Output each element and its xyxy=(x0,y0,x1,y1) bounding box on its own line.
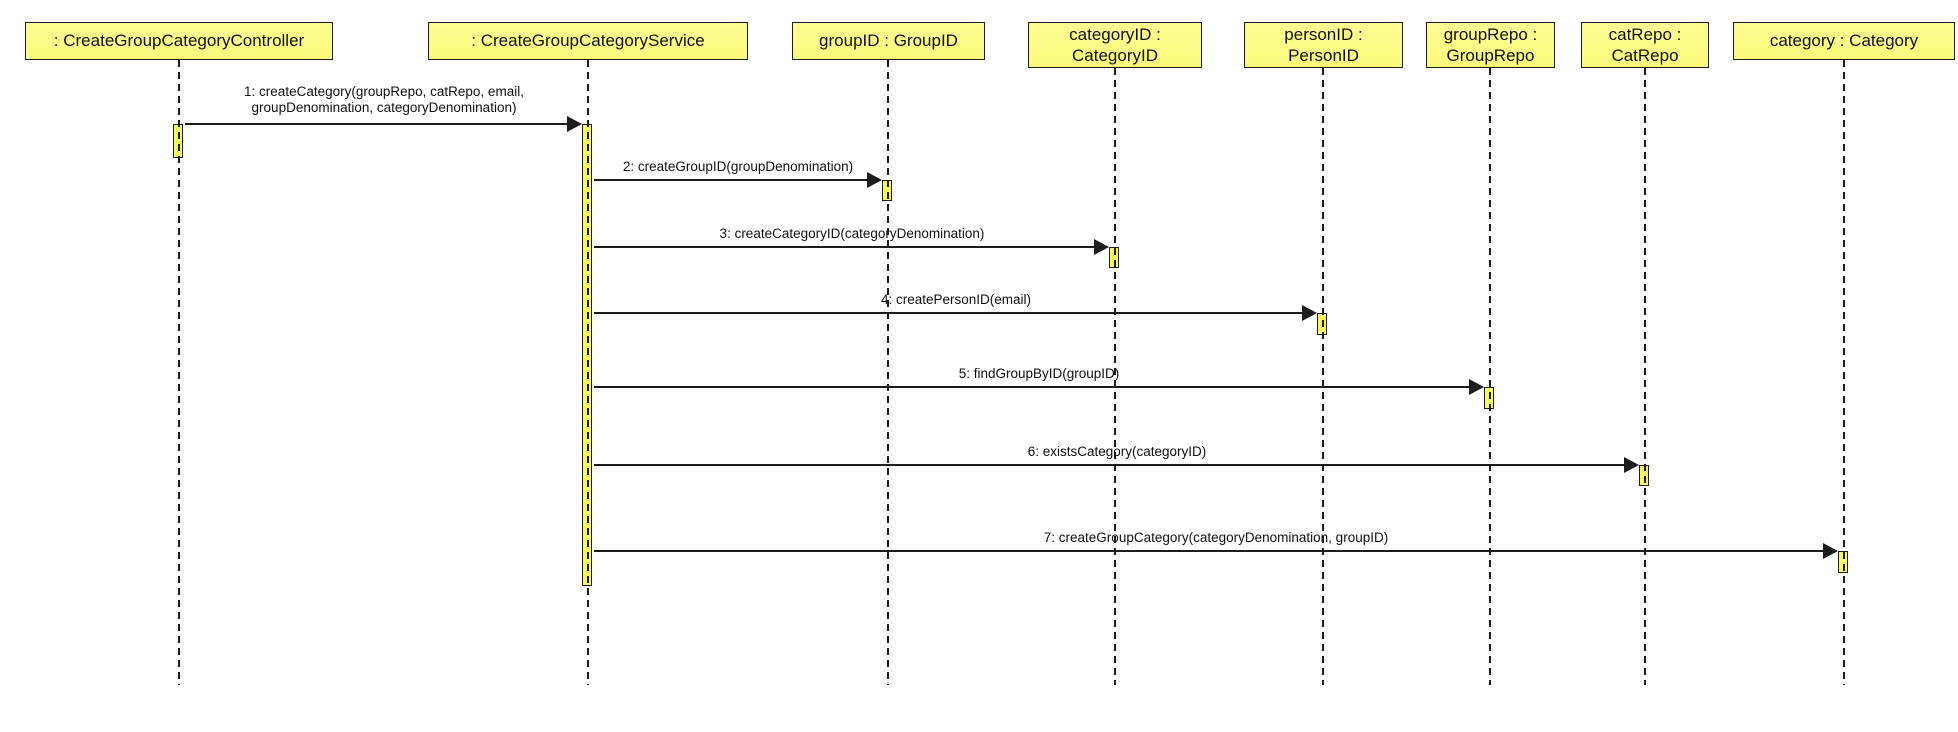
arrowhead-icon-2 xyxy=(867,172,882,188)
lifeline-controller xyxy=(178,60,180,685)
message-arrow-6 xyxy=(594,464,1627,466)
message-arrow-7 xyxy=(594,550,1826,552)
message-label-7: 7: createGroupCategory(categoryDenominat… xyxy=(1043,530,1389,545)
lifeline-grouprepo xyxy=(1489,68,1491,685)
participant-box-personid: personID : PersonID xyxy=(1244,22,1403,68)
message-label-2: 2: createGroupID(groupDenomination) xyxy=(622,159,854,174)
lifeline-service xyxy=(587,60,589,685)
message-arrow-5 xyxy=(594,386,1472,388)
participant-box-catrepo: catRepo : CatRepo xyxy=(1581,22,1709,68)
participant-box-service: : CreateGroupCategoryService xyxy=(428,22,748,60)
participant-box-controller: : CreateGroupCategoryController xyxy=(25,22,333,60)
message-label-4: 4: createPersonID(email) xyxy=(880,292,1032,307)
message-label-3: 3: createCategoryID(categoryDenomination… xyxy=(719,226,985,241)
lifeline-catrepo xyxy=(1644,68,1646,685)
arrowhead-icon-1 xyxy=(567,116,582,132)
arrowhead-icon-6 xyxy=(1624,457,1639,473)
arrowhead-icon-3 xyxy=(1094,239,1109,255)
arrowhead-icon-7 xyxy=(1823,543,1838,559)
lifeline-category xyxy=(1843,60,1845,685)
participant-box-groupid: groupID : GroupID xyxy=(792,22,985,60)
participant-box-category: category : Category xyxy=(1733,22,1955,60)
message-arrow-3 xyxy=(594,246,1097,248)
arrowhead-icon-4 xyxy=(1302,305,1317,321)
message-label-1: 1: createCategory(groupRepo, catRepo, em… xyxy=(244,84,524,116)
message-arrow-1 xyxy=(185,123,570,125)
participant-box-categoryid: categoryID : CategoryID xyxy=(1028,22,1202,68)
message-label-6: 6: existsCategory(categoryID) xyxy=(1027,444,1207,459)
lifeline-categoryid xyxy=(1114,68,1116,685)
participant-box-grouprepo: groupRepo : GroupRepo xyxy=(1426,22,1555,68)
arrowhead-icon-5 xyxy=(1469,379,1484,395)
lifeline-personid xyxy=(1322,68,1324,685)
message-arrow-2 xyxy=(594,179,870,181)
message-arrow-4 xyxy=(594,312,1305,314)
lifeline-groupid xyxy=(887,60,889,685)
message-label-5: 5: findGroupByID(groupID) xyxy=(958,366,1120,381)
